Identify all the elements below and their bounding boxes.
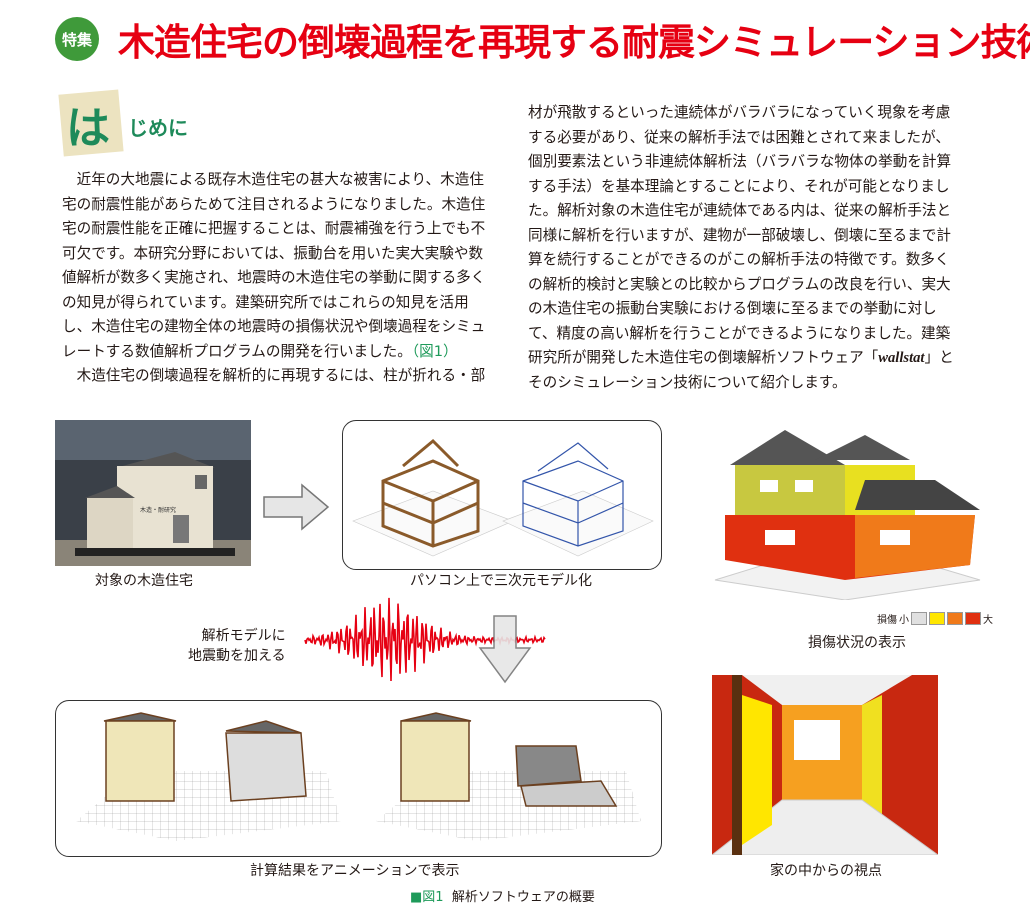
caption-animation: 計算結果をアニメーションで表示 [250, 863, 460, 879]
legend-swatch [929, 612, 945, 625]
heading-initial: は [66, 103, 110, 154]
text-line: する手法）を基本理論とすることにより、それが可能となりまし [528, 177, 950, 195]
legend-large: 大 [983, 615, 993, 626]
text-line: 値解析が数多く実施され、地震時の木造住宅の挙動に関する多く [62, 269, 486, 286]
caption-model: パソコン上で三次元モデル化 [410, 573, 592, 589]
text-line: 材が飛散するといった連続体がバラバラになっていく現象を考慮 [528, 104, 951, 121]
text-line: の木造住宅の振動台実験における倒壊に至るまでの挙動に対し [528, 300, 937, 317]
text-line: の解析的検討と実験との比較からプログラムの改良を行い、実大 [528, 275, 951, 293]
feature-badge: 特集 [55, 17, 99, 61]
quake-label-line: 解析モデルに [201, 628, 286, 644]
text-line: 宅の耐震性能があらためて注目されるようになりました。木造住 [62, 195, 486, 213]
text-line: 同様に解析を行いますが、建物が一部破壊し、倒壊に至るまで計 [528, 226, 951, 244]
text-line: する必要があり、従来の解析手法では困難とされて来ましたが、 [528, 128, 950, 146]
damage-legend: 損傷 小 大 [877, 611, 993, 626]
text-line: の知見が得られています。建築研究所ではこれらの知見を活用 [62, 293, 469, 311]
figure-number: ■図1 [410, 890, 444, 905]
text-line: 可欠です。本研究分野においては、振動台を用いた実大実験や数 [62, 244, 484, 262]
text-line: し、木造住宅の建物全体の地震時の損傷状況や倒壊過程をシミュ [62, 318, 486, 335]
caption-target-house: 対象の木造住宅 [95, 573, 193, 589]
page-title: 木造住宅の倒壊過程を再現する耐震シミュレーション技術 [118, 20, 1030, 64]
quake-label-line: 地震動を加える [188, 648, 286, 664]
text-line: 宅の耐震性能を正確に把握することは、耐震補強を行う上でも不 [62, 220, 486, 237]
interior-view-illustration [712, 675, 938, 855]
legend-swatch [965, 612, 981, 625]
text: レートする数値解析プログラムの開発を行いました。 [62, 342, 412, 360]
figure-reference-link[interactable]: （図1） [411, 342, 458, 360]
text-line: 算を続行することができるのがこの解析手法の特徴です。数多く [528, 251, 950, 268]
house-photo: 木造・耐研究 [55, 420, 251, 566]
arrow-right-icon [263, 483, 330, 531]
text-line: て、精度の高い解析を行うことができるようになりました。建築 [528, 324, 951, 342]
text: 研究所が開発した木造住宅の倒壊解析ソフトウェア「 [528, 349, 879, 366]
caption-interior: 家の中からの視点 [770, 863, 882, 879]
damage-model-illustration [714, 430, 981, 600]
legend-swatch [911, 612, 927, 625]
text-line: 個別要素法という非連続体解析法（バラバラな物体の挙動を計算 [528, 153, 952, 170]
photo-sign: 木造・耐研究 [140, 506, 176, 514]
collapse-animation-illustration [76, 712, 641, 841]
text-line: そのシミュレーション技術について紹介します。 [528, 373, 847, 391]
body-left-column: 近年の大地震による既存木造住宅の甚大な被害により、木造住 宅の耐震性能があらため… [62, 168, 512, 389]
arrow-down-icon [478, 615, 532, 684]
legend-label: 損傷 [877, 615, 897, 626]
quake-label: 解析モデルに 地震動を加える [188, 626, 286, 666]
text-line: た。解析対象の木造住宅が連続体である内は、従来の解析手法と [528, 202, 952, 219]
figure-title: 解析ソフトウェアの概要 [451, 890, 595, 905]
figure-caption: ■図1 解析ソフトウェアの概要 [410, 886, 595, 905]
3d-model-illustration [352, 438, 654, 557]
caption-damage: 損傷状況の表示 [808, 635, 906, 651]
legend-small: 小 [899, 615, 909, 626]
text-line: 研究所が開発した木造住宅の倒壊解析ソフトウェア「wallstat」と [528, 346, 1008, 371]
legend-swatch [947, 612, 963, 625]
software-name: wallstat [878, 350, 925, 366]
body-right-column: 材が飛散するといった連続体がバラバラになっていく現象を考慮 する必要があり、従来… [528, 101, 1008, 395]
text-line: 近年の大地震による既存木造住宅の甚大な被害により、木造住 [62, 171, 484, 188]
animation-panel [55, 700, 662, 857]
text-line: レートする数値解析プログラムの開発を行いました。（図1） [62, 340, 512, 365]
text-line: 木造住宅の倒壊過程を解析的に再現するには、柱が折れる・部 [62, 367, 486, 384]
text: 」と [924, 349, 954, 366]
heading-rest: じめに [128, 116, 188, 140]
model-panel [342, 420, 662, 570]
